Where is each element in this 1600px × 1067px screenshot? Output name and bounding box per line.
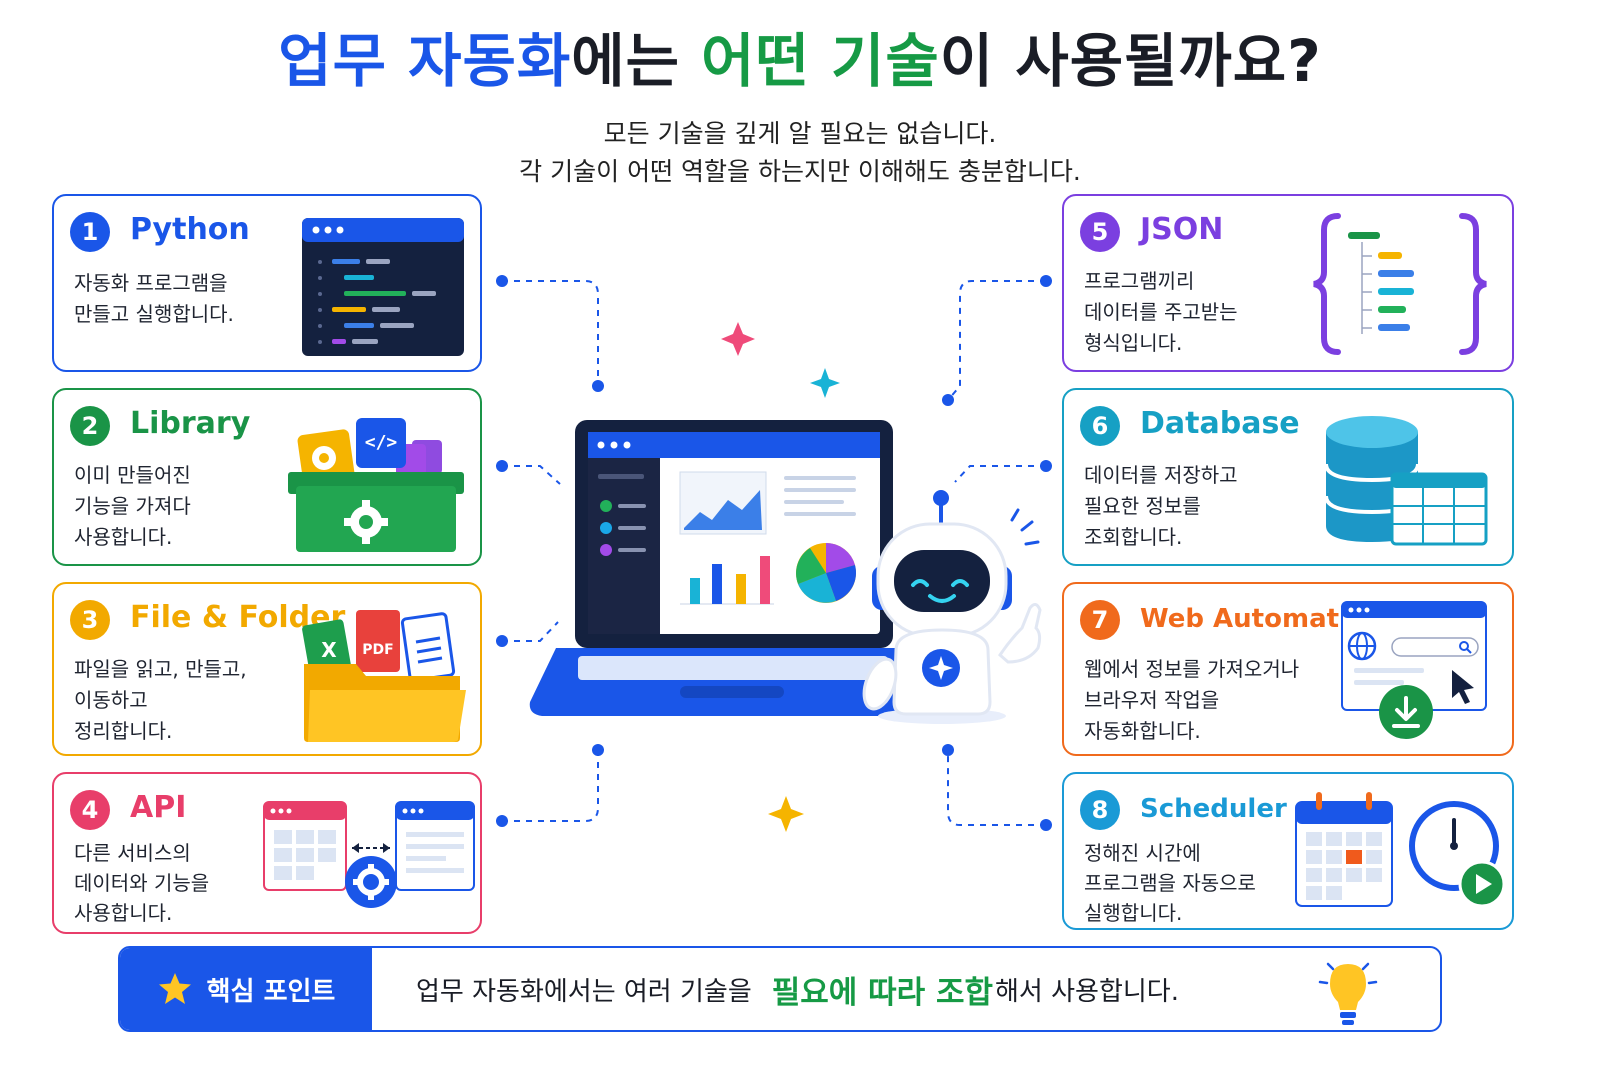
card-file-folder: 3 File & Folder 파일을 읽고, 만들고, 이동하고 정리합니다.… (52, 582, 482, 756)
database-icon (1324, 416, 1488, 546)
card-title: Library (130, 406, 251, 441)
card-title: API (130, 790, 187, 825)
card-scheduler: 8 Scheduler 정해진 시간에 프로그램을 자동으로 실행합니다. (1062, 772, 1514, 930)
api-exchange-icon (263, 801, 475, 908)
card-title: Database (1140, 406, 1300, 441)
subtitle-line-1: 모든 기술을 깊게 알 필요는 없습니다. (603, 119, 997, 148)
card-description: 자동화 프로그램을 만들고 실행합니다. (74, 271, 234, 326)
card-description: 프로그램끼리 데이터를 주고받는 형식입니다. (1084, 269, 1238, 355)
toolbox-icon: </> (286, 414, 466, 554)
calendar-clock-icon (1295, 792, 1506, 908)
card-database: 6 Database 데이터를 저장하고 필요한 정보를 조회합니다. (1062, 388, 1514, 566)
card-description: 파일을 읽고, 만들고, 이동하고 정리합니다. (74, 657, 247, 743)
card-description: 웹에서 정보를 가져오거나 브라우저 작업을 자동화합니다. (1084, 657, 1300, 743)
card-number-badge: 6 (1080, 406, 1120, 446)
code-editor-icon (302, 218, 464, 356)
card-number-badge: 8 (1080, 790, 1120, 830)
subtitle-line-2: 각 기술이 어떤 역할을 하는지만 이해해도 충분합니다. (519, 157, 1081, 186)
card-number-badge: 7 (1080, 600, 1120, 640)
card-description: 데이터를 저장하고 필요한 정보를 조회합니다. (1084, 463, 1238, 549)
card-title: Scheduler (1140, 794, 1287, 824)
card-title: JSON (1140, 212, 1224, 247)
star-icon (158, 973, 191, 1004)
sparkle-yellow-icon (768, 796, 804, 832)
page-title: 업무 자동화에는 어떤 기술이 사용될까요? (278, 27, 1322, 95)
card-number-badge: 5 (1080, 212, 1120, 252)
laptop-illustration (529, 420, 937, 716)
key-point-label: 핵심 포인트 (120, 948, 372, 1030)
card-description: 이미 만들어진 기능을 가져다 사용합니다. (74, 463, 191, 549)
browser-download-icon (1341, 601, 1487, 739)
sparkle-pink-icon (721, 322, 755, 356)
card-description: 정해진 시간에 프로그램을 자동으로 실행합니다. (1084, 841, 1256, 925)
card-number-badge: 1 (70, 212, 110, 252)
card-web-automation: 7 Web Automation 웹에서 정보를 가져오거나 브라우저 작업을 … (1062, 582, 1514, 756)
card-python: 1 Python 자동화 프로그램을 만들고 실행합니다. (52, 194, 482, 372)
excel-file-label: X (321, 638, 337, 662)
card-api: 4 API 다른 서비스의 데이터와 기능을 사용합니다. (52, 772, 482, 934)
sparkle-cyan-icon (810, 368, 840, 398)
lightbulb-icon (1318, 962, 1378, 1025)
card-number-badge: 2 (70, 406, 110, 446)
card-description: 다른 서비스의 데이터와 기능을 사용합니다. (74, 841, 210, 925)
card-number-badge: 3 (70, 600, 110, 640)
code-tag-label: </> (364, 432, 398, 453)
json-braces-icon (1313, 213, 1487, 355)
folder-icon: X PDF (300, 608, 470, 744)
card-json: 5 JSON 프로그램끼리 데이터를 주고받는 형식입니다. (1062, 194, 1514, 372)
card-number-badge: 4 (70, 790, 110, 830)
robot-mascot (862, 490, 1042, 724)
card-title: Python (130, 212, 250, 247)
pdf-file-label: PDF (362, 642, 394, 658)
card-library: 2 Library 이미 만들어진 기능을 가져다 사용합니다. </> (52, 388, 482, 566)
